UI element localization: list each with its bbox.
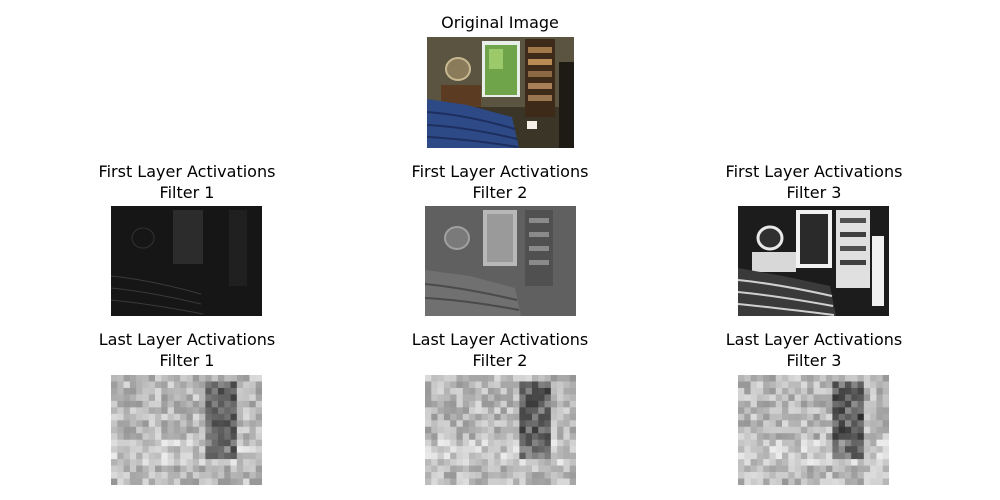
first-layer-filter-2-image <box>425 206 576 316</box>
last-layer-title-line: Last Layer Activations <box>98 330 276 349</box>
original-image-title-text: Original Image <box>441 13 559 32</box>
last-layer-filter-1-title: Last Layer Activations Filter 1 <box>57 329 317 371</box>
last-layer-title-line: Last Layer Activations <box>725 330 903 349</box>
first-layer-title-line: First Layer Activations <box>725 162 903 181</box>
last-layer-filter-3-title: Last Layer Activations Filter 3 <box>684 329 944 371</box>
last-layer-filter-label: Filter 2 <box>472 351 528 370</box>
first-layer-filter-3-image <box>738 206 889 316</box>
original-image <box>427 37 574 148</box>
last-layer-filter-2-title: Last Layer Activations Filter 2 <box>370 329 630 371</box>
last-layer-filter-label: Filter 1 <box>159 351 215 370</box>
first-layer-filter-2-title: First Layer Activations Filter 2 <box>370 161 630 203</box>
first-layer-title-line: First Layer Activations <box>411 162 589 181</box>
first-layer-filter-1-image <box>111 206 262 316</box>
first-layer-filter-1-title: First Layer Activations Filter 1 <box>57 161 317 203</box>
first-layer-filter-3-title: First Layer Activations Filter 3 <box>684 161 944 203</box>
last-layer-title-line: Last Layer Activations <box>411 330 589 349</box>
first-layer-title-line: First Layer Activations <box>98 162 276 181</box>
first-layer-filter-label: Filter 1 <box>159 183 215 202</box>
first-layer-filter-label: Filter 2 <box>472 183 528 202</box>
original-image-title: Original Image <box>370 12 630 33</box>
last-layer-filter-2-image <box>425 375 576 485</box>
last-layer-filter-label: Filter 3 <box>786 351 842 370</box>
last-layer-filter-3-image <box>738 375 889 485</box>
first-layer-filter-label: Filter 3 <box>786 183 842 202</box>
last-layer-filter-1-image <box>111 375 262 485</box>
